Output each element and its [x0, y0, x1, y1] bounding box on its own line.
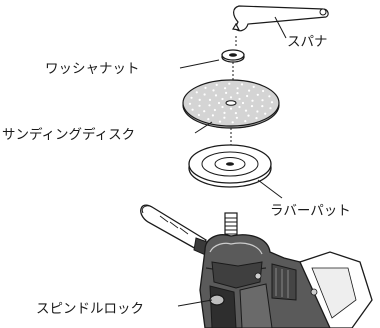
- disc-hole: [234, 112, 237, 115]
- spanner-tool: [232, 5, 329, 32]
- label-sanding-disc: サンディングディスク: [2, 126, 135, 143]
- disc-hole: [262, 89, 265, 93]
- disc-hole: [203, 93, 206, 96]
- disc-hole: [215, 83, 218, 86]
- disc-hole: [203, 110, 206, 113]
- disc-hole: [229, 107, 233, 110]
- disc-hole: [191, 108, 194, 111]
- disc-hole: [229, 96, 233, 99]
- disc-hole: [217, 101, 221, 105]
- disc-hole: [208, 104, 211, 107]
- disc-hole: [212, 89, 215, 92]
- disc-hole: [195, 91, 198, 94]
- disc-hole: [208, 98, 212, 101]
- disc-hole: [188, 102, 192, 105]
- disc-hole: [213, 108, 216, 112]
- disc-hole: [261, 99, 264, 102]
- disc-hole: [248, 89, 251, 92]
- disc-hole: [221, 97, 224, 101]
- label-spindle-lock: スピンドルロック: [36, 301, 144, 317]
- disc-hole: [256, 93, 259, 96]
- disc-hole: [264, 112, 267, 115]
- disc-hole: [225, 91, 228, 94]
- disc-hole: [252, 85, 255, 88]
- disc-hole: [238, 105, 241, 109]
- disc-hole: [211, 114, 214, 117]
- disc-hole: [250, 105, 254, 108]
- sanding-disc: [182, 79, 280, 129]
- disc-hole: [255, 117, 258, 120]
- disc-hole: [268, 95, 271, 98]
- disc-hole: [198, 98, 201, 101]
- grinder-body: [140, 204, 373, 328]
- washer-nut: [221, 49, 245, 63]
- disc-hole: [270, 101, 274, 104]
- label-washer-nut: ワッシャナット: [45, 61, 140, 77]
- disc-hole: [214, 94, 218, 97]
- disc-hole: [235, 116, 238, 119]
- disc-hole: [236, 92, 239, 95]
- disc-hole: [241, 101, 245, 105]
- disc-hole: [221, 105, 224, 109]
- disc-hole: [207, 118, 210, 121]
- disc-hole: [238, 97, 241, 101]
- rubber-pad: [188, 144, 272, 188]
- disc-hole: [256, 110, 259, 113]
- disc-hole: [244, 109, 248, 112]
- disc-hole: [190, 96, 193, 99]
- disc-hole: [218, 120, 222, 123]
- disc-hole: [231, 121, 234, 124]
- disc-hole: [223, 116, 226, 119]
- disc-hole: [197, 113, 200, 117]
- label-spanner: スパナ: [287, 34, 328, 50]
- label-rubber-pad: ラバーパット: [270, 203, 351, 219]
- disc-hole: [261, 105, 264, 108]
- disc-hole: [240, 83, 244, 86]
- disc-hole: [269, 107, 272, 110]
- disc-hole: [244, 120, 247, 123]
- disc-hole: [251, 99, 254, 102]
- disc-hole: [236, 87, 239, 90]
- disc-dust-holes: [188, 82, 274, 124]
- disc-hole: [247, 114, 250, 117]
- disc-hole: [228, 82, 231, 85]
- disc-hole: [223, 111, 226, 114]
- disc-hole: [224, 87, 227, 90]
- disc-hole: [198, 104, 201, 107]
- disc-hole: [246, 94, 249, 98]
- disc-hole: [204, 86, 207, 89]
- spindle-lock-button: [209, 294, 225, 306]
